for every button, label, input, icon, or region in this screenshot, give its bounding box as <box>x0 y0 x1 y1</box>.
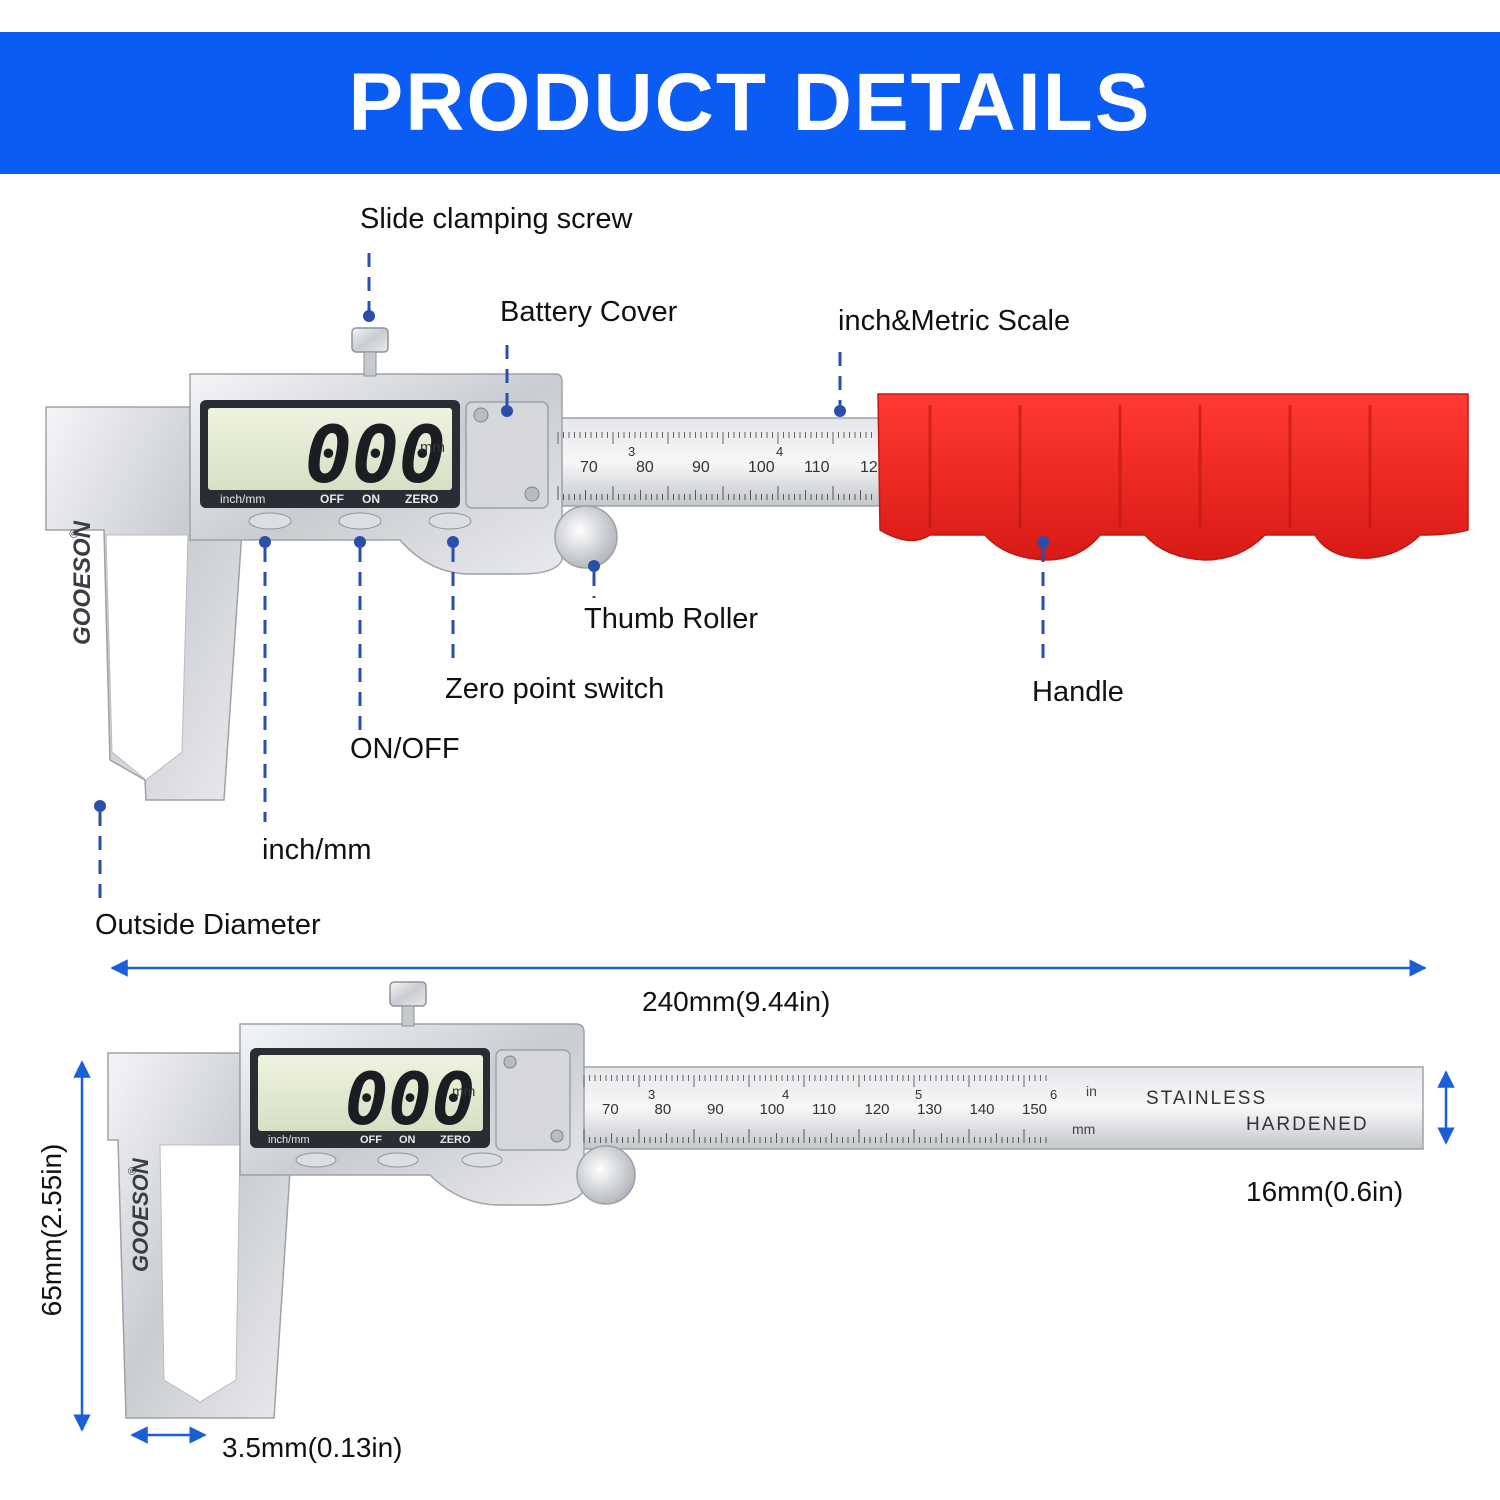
top-label-on: ON <box>362 492 380 506</box>
leader-dots <box>94 310 1049 812</box>
scale-inch-label: 5 <box>915 1087 922 1102</box>
top-brand-registered: ® <box>67 529 81 538</box>
top-label-zero: ZERO <box>405 492 438 506</box>
bottom-lcd <box>258 1055 483 1131</box>
bottom-button-zero <box>461 1152 503 1168</box>
scale-mm-label: 70 <box>580 459 598 476</box>
scale-inch-label: 3 <box>628 444 635 459</box>
top-lcd-reading: 000 <box>305 411 446 501</box>
top-scale-ticks <box>557 432 872 500</box>
bottom-scale-ticks <box>583 1075 1047 1143</box>
label-thumb-roller: Thumb Roller <box>584 603 759 635</box>
dimension-length: 240mm(9.44in) <box>642 986 831 1017</box>
scale-mm-label: 12 <box>860 459 878 476</box>
label-battery-cover: Battery Cover <box>500 296 678 328</box>
label-zero-point-switch: Zero point switch <box>445 673 665 705</box>
bottom-brand: GOOESON <box>128 1157 153 1272</box>
dimension-jaw-thickness: 3.5mm(0.13in) <box>222 1432 403 1463</box>
top-button-inch-mm <box>248 512 292 530</box>
label-inch-mm: inch/mm <box>262 834 372 866</box>
bottom-caliper <box>107 981 1424 1419</box>
leader-lines <box>98 253 1045 902</box>
page-title: PRODUCT DETAILS <box>348 57 1152 148</box>
scale-inch-label: 3 <box>648 1087 655 1102</box>
bottom-beam <box>577 1066 1424 1150</box>
scale-mm-label: 110 <box>812 1101 836 1118</box>
bottom-label-off: OFF <box>360 1134 382 1146</box>
label-on-off: ON/OFF <box>350 733 460 765</box>
bottom-battery-cover <box>495 1049 571 1151</box>
bottom-lcd-reading: 000 <box>345 1057 475 1141</box>
dimension-height: 65mm(2.55in) <box>36 1143 67 1317</box>
bottom-lcd-unit: mm <box>452 1083 475 1099</box>
top-caliper <box>45 327 1469 801</box>
top-beam <box>547 417 884 507</box>
top-lcd <box>208 408 452 490</box>
top-brand: GOOESON <box>69 520 96 645</box>
top-handle <box>877 393 1469 561</box>
bottom-stainless: STAINLESS <box>1146 1088 1267 1109</box>
top-thumb-roller <box>554 505 618 569</box>
scale-mm-label: 90 <box>707 1101 724 1118</box>
bottom-mm-labels: 70 80 90 100 110 120 130 140 150 3 4 5 6 <box>602 1087 1057 1118</box>
scale-mm-label: 80 <box>655 1101 672 1118</box>
scale-mm-label: 80 <box>636 459 654 476</box>
scale-inch-label: 4 <box>776 444 783 459</box>
scale-mm-label: 100 <box>748 459 775 476</box>
bottom-scale-mm: mm <box>1072 1121 1095 1137</box>
top-mm-labels: 70 80 90 100 110 12 3 4 <box>580 444 878 476</box>
bottom-label-on: ON <box>399 1134 416 1146</box>
scale-mm-label: 130 <box>917 1101 942 1118</box>
label-outside-diameter: Outside Diameter <box>95 909 321 941</box>
bottom-button-inch-mm <box>295 1152 337 1168</box>
scale-mm-label: 150 <box>1022 1101 1047 1118</box>
label-handle: Handle <box>1032 676 1124 708</box>
dimension-arrows <box>73 959 1455 1444</box>
bottom-label-zero: ZERO <box>440 1134 471 1146</box>
header-banner: PRODUCT DETAILS <box>0 32 1500 174</box>
label-scale: inch&Metric Scale <box>838 305 1071 337</box>
top-lcd-unit: mm <box>420 439 445 456</box>
scale-mm-label: 110 <box>804 459 830 476</box>
bottom-thumb-roller <box>576 1145 636 1205</box>
top-button-zero <box>428 512 472 530</box>
scale-mm-label: 120 <box>865 1101 890 1118</box>
bottom-hardened: HARDENED <box>1246 1114 1369 1135</box>
top-clamp-screw <box>351 327 389 353</box>
bottom-label-inch-mm: inch/mm <box>268 1134 310 1146</box>
scale-mm-label: 140 <box>970 1101 995 1118</box>
top-label-off: OFF <box>320 492 344 506</box>
top-label-inch-mm: inch/mm <box>220 492 265 506</box>
dimension-beam-width: 16mm(0.6in) <box>1246 1176 1404 1207</box>
bottom-scale-in: in <box>1086 1083 1097 1099</box>
bottom-button-on-off <box>377 1152 419 1168</box>
scale-inch-label: 6 <box>1050 1087 1057 1102</box>
scale-inch-label: 4 <box>782 1087 789 1102</box>
scale-mm-label: 90 <box>692 459 710 476</box>
label-slide-clamping-screw: Slide clamping screw <box>360 203 633 235</box>
scale-mm-label: 100 <box>760 1101 785 1118</box>
bottom-brand-registered: ® <box>127 1167 139 1175</box>
bottom-clamp-screw <box>389 981 427 1007</box>
scale-mm-label: 70 <box>602 1101 619 1118</box>
top-button-on-off <box>338 512 382 530</box>
